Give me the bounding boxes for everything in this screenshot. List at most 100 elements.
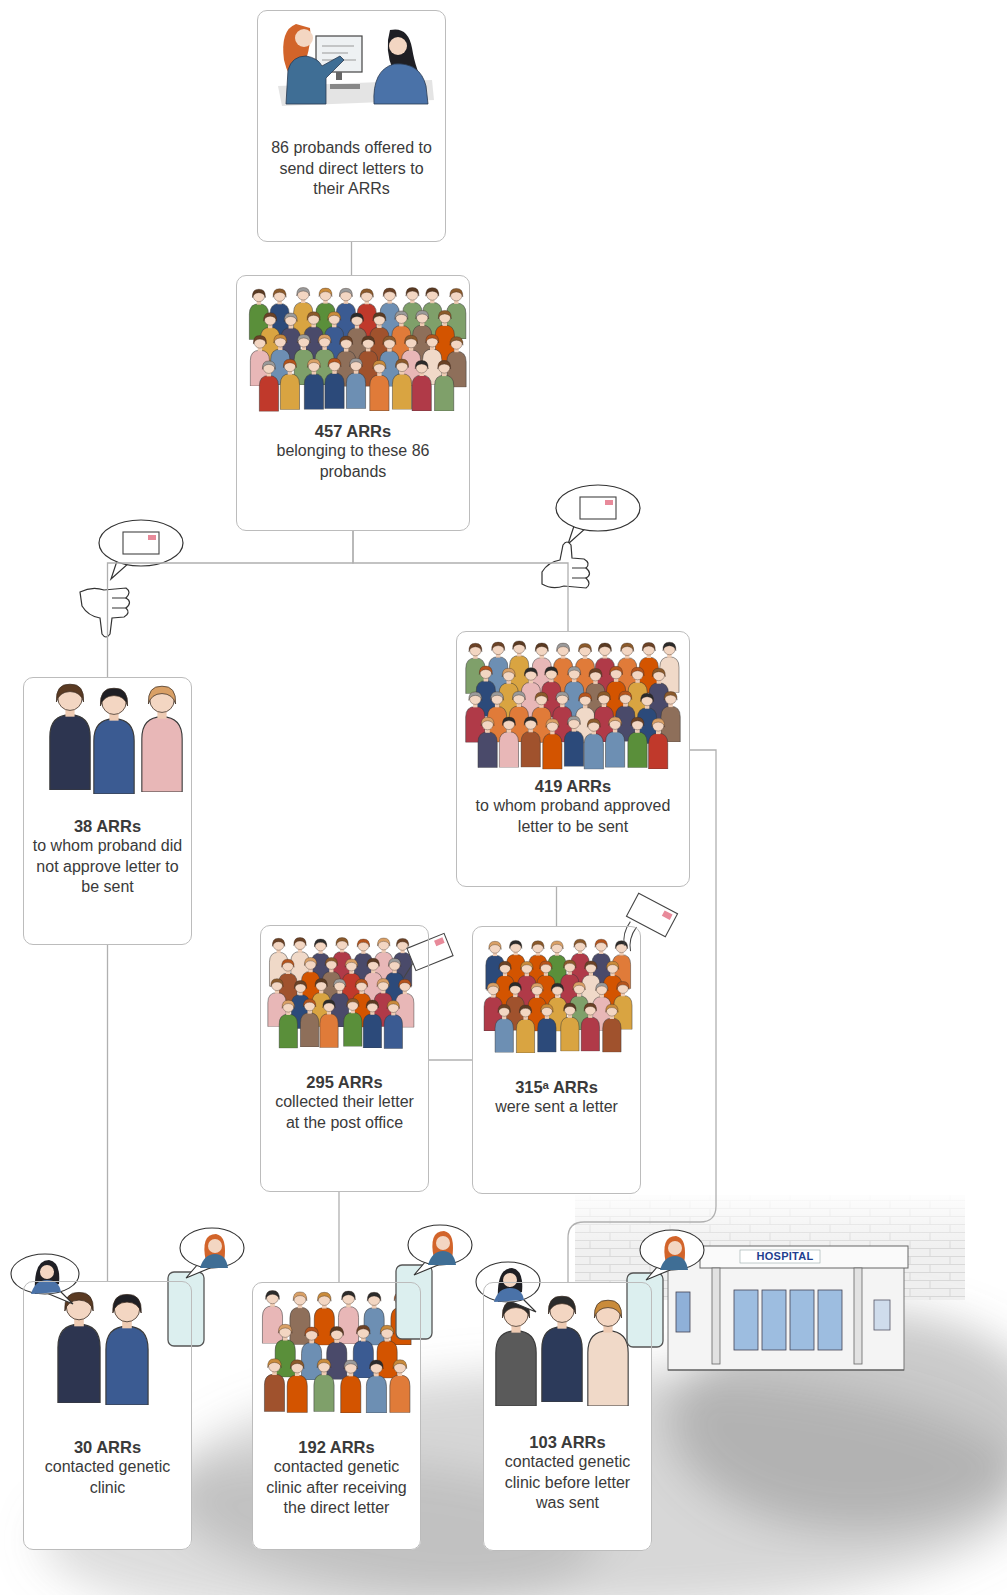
flow-box: 419 ARRsto whom proband approved letter … (456, 631, 690, 887)
person-figure (496, 1300, 536, 1406)
thumbs-up-icon (542, 542, 590, 588)
box-heading: 30 ARRs (31, 1437, 184, 1457)
flow-box: 38 ARRsto whom proband did not approve l… (23, 677, 192, 945)
person-figure (344, 999, 362, 1047)
flow-box: 86 probands offered to send direct lette… (257, 10, 446, 242)
envelope-icon (394, 933, 454, 977)
person-figure (581, 1003, 599, 1051)
box-text-group: 295 ARRscollected their letter at the po… (261, 1072, 428, 1133)
flow-box: 192 ARRscontacted genetic clinic after r… (252, 1282, 421, 1550)
person-figure (564, 716, 583, 766)
person-figure (603, 1004, 621, 1052)
person-figure (304, 359, 323, 409)
connector (556, 887, 557, 926)
thumbs-down-icon (80, 588, 130, 637)
box-text: contacted genetic clinic (31, 1457, 184, 1498)
person-figure (366, 1360, 386, 1413)
person-figure (262, 1291, 282, 1344)
person-figure (142, 686, 182, 792)
person-figure (341, 1360, 361, 1413)
flow-box: 457 ARRsbelonging to these 86 probands (236, 275, 470, 531)
box-text: collected their letter at the post offic… (268, 1092, 421, 1133)
connector (107, 945, 108, 1281)
box-text: contacted genetic clinic after receiving… (260, 1457, 413, 1519)
person-figure (584, 719, 603, 769)
hospital-building (668, 1246, 908, 1370)
person-figure (106, 1294, 148, 1405)
box-text: to whom proband did not approve letter t… (31, 836, 184, 898)
person-figure (521, 717, 540, 767)
envelope-icon (613, 893, 678, 962)
desk-scene (278, 24, 434, 106)
box-text-group: 192 ARRscontacted genetic clinic after r… (253, 1437, 420, 1519)
connector (429, 1059, 472, 1060)
box-text: were sent a letter (480, 1097, 633, 1118)
person-figure (435, 361, 454, 411)
person-figure (320, 1000, 338, 1048)
box-text-group: 315ᵃ ARRswere sent a letter (473, 1077, 640, 1118)
box-text-group: 30 ARRscontacted genetic clinic (24, 1437, 191, 1498)
box-heading: 103 ARRs (491, 1432, 644, 1452)
box-heading: 192 ARRs (260, 1437, 413, 1457)
box-text-group: 86 probands offered to send direct lette… (258, 138, 445, 200)
person-figure (50, 684, 90, 790)
person-figure (279, 1000, 297, 1048)
person-figure (392, 359, 411, 409)
person-figure (327, 1327, 347, 1380)
box-heading: 38 ARRs (31, 816, 184, 836)
phone-icon (168, 1265, 663, 1347)
box-text: contacted genetic clinic before letter w… (491, 1452, 644, 1514)
box-text-group: 419 ARRsto whom proband approved letter … (457, 776, 689, 837)
box-text-group: 103 ARRscontacted genetic clinic before … (484, 1432, 651, 1514)
person-figure (94, 688, 134, 794)
person-figure (280, 359, 299, 409)
person-figure (58, 1292, 100, 1403)
connector (108, 531, 354, 677)
person-figure (325, 358, 344, 408)
box-text: to whom proband approved letter to be se… (464, 796, 682, 837)
person-figure (542, 1296, 582, 1402)
person-figure (543, 719, 562, 769)
box-heading: 295 ARRs (268, 1072, 421, 1092)
person-figure (370, 360, 389, 410)
person-figure (495, 1004, 513, 1052)
person-figure (390, 1360, 410, 1413)
flow-box: 295 ARRscollected their letter at the po… (260, 925, 429, 1192)
box-fills (23, 10, 690, 1551)
box-heading: 457 ARRs (244, 421, 462, 441)
box-text-group: 457 ARRsbelonging to these 86 probands (237, 421, 469, 482)
person-figure (605, 717, 624, 767)
box-heading: 315ᵃ ARRs (480, 1077, 633, 1097)
box-text: 86 probands offered to send direct lette… (265, 138, 438, 200)
person-figure (649, 719, 668, 769)
letter-bubble (556, 485, 640, 544)
person-figure (314, 1359, 334, 1412)
box-heading: 419 ARRs (464, 776, 682, 796)
box-text-group: 38 ARRsto whom proband did not approve l… (24, 816, 191, 898)
person-figure (384, 1001, 402, 1049)
person-figure (363, 1000, 381, 1048)
person-figure (538, 1004, 556, 1052)
box-text: belonging to these 86 probands (244, 441, 462, 482)
person-figure (346, 358, 365, 408)
person-figure (412, 361, 431, 411)
person-figure (300, 999, 318, 1047)
flow-box: 103 ARRscontacted genetic clinic before … (483, 1282, 652, 1551)
connector (351, 242, 352, 275)
person-figure (628, 717, 647, 767)
person-figure (561, 1003, 579, 1051)
person-figure (264, 1359, 284, 1412)
person-figure (302, 1327, 322, 1380)
connector (353, 531, 568, 631)
building-sign: HOSPITAL (744, 1250, 826, 1262)
flow-box: 30 ARRscontacted genetic clinic (23, 1281, 192, 1550)
connector (338, 1192, 339, 1282)
letter-bubble (99, 520, 183, 579)
caller-bubble (11, 1225, 704, 1312)
flow-box: 315ᵃ ARRswere sent a letter (472, 926, 641, 1194)
person-figure (314, 1292, 334, 1345)
person-figure (478, 717, 497, 767)
person-figure (588, 1300, 628, 1406)
person-figure (287, 1360, 307, 1413)
